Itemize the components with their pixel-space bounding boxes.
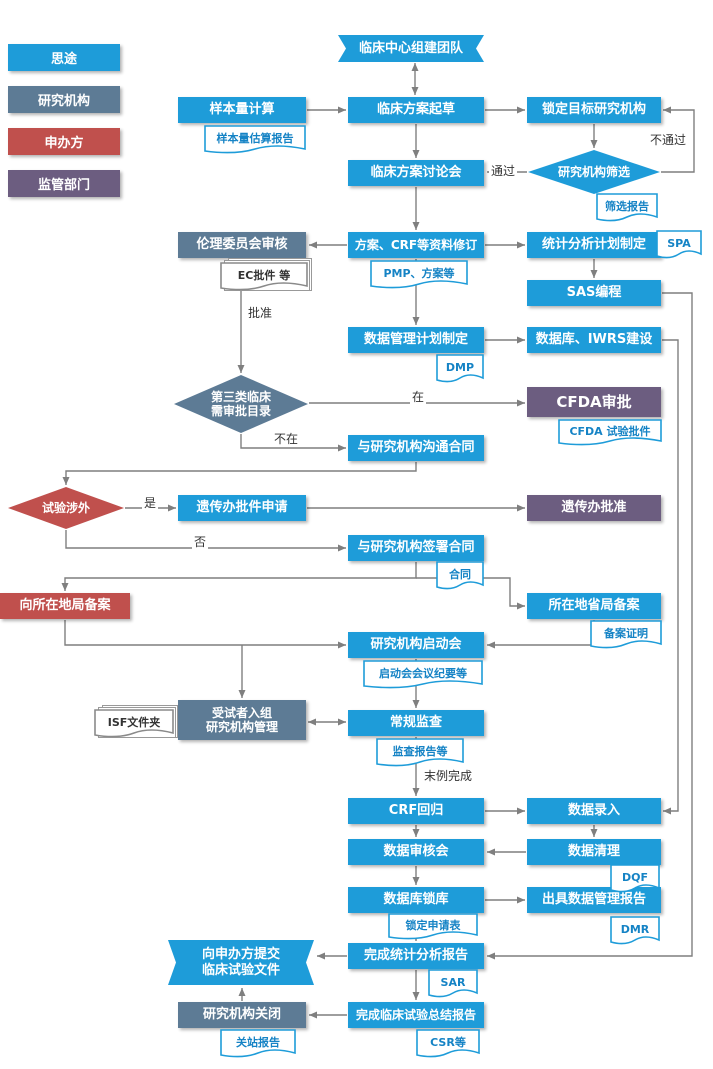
doc-label: 样本量估算报告: [216, 132, 294, 145]
node-database-iwrs-build: 数据库、IWRS建设: [527, 327, 661, 353]
doc-label: 启动会会议纪要等: [379, 667, 467, 680]
edge-foreign-sign: [65, 530, 346, 552]
doc-label: 关站报告: [236, 1036, 280, 1049]
edge-dbiwrs-entry-rail: [662, 339, 679, 815]
doc-closeout-report: 关站报告: [220, 1029, 296, 1060]
node-submit-trial-documents-banner: 向申办方提交 临床试验文件: [168, 940, 314, 985]
node-genetic-office-approval: 遗传办批准: [527, 495, 661, 521]
node-enrollment-site-management: 受试者入组 研究机构管理: [178, 700, 306, 740]
doc-isf-folder: ISF文件夹: [94, 705, 178, 740]
node-site-initiation-meeting: 研究机构启动会: [348, 632, 484, 658]
node-crf-return: CRF回归: [348, 798, 484, 824]
doc-monitoring-reports: 监查报告等: [376, 738, 464, 769]
node-data-management-plan: 数据管理计划制定: [348, 327, 484, 353]
doc-label: 合同: [449, 568, 471, 581]
doc-ec-approval: EC批件 等: [220, 258, 312, 293]
edge-label-last-case-done: 末例完成: [422, 767, 475, 784]
edge-label-pass: 通过: [489, 162, 518, 179]
doc-label: DQF: [622, 870, 648, 884]
doc-csr: CSR等: [416, 1029, 480, 1060]
doc-filing-certificate: 备案证明: [590, 620, 662, 651]
doc-label: DMR: [620, 922, 650, 936]
doc-label: EC批件 等: [237, 269, 291, 282]
doc-spa: SPA: [656, 230, 702, 261]
node-data-review-meeting: 数据审核会: [348, 839, 484, 865]
legend-item-regulator: 监管部门: [8, 170, 120, 197]
node-data-cleaning: 数据清理: [527, 839, 661, 865]
edge-comm-foreign: [62, 462, 417, 485]
doc-label: SPA: [667, 236, 691, 250]
doc-label: 监查报告等: [392, 745, 448, 758]
edge-label-fail: 不通过: [648, 131, 689, 148]
doc-lock-request-form: 锁定申请表: [388, 913, 478, 942]
edge-sas-stat-rail: [487, 292, 693, 960]
doc-label: 备案证明: [604, 627, 648, 640]
node-sample-size-calculation: 样本量计算: [178, 97, 306, 123]
doc-screening-report: 筛选报告: [596, 193, 658, 224]
node-team-building-banner: 临床中心组建团队: [338, 35, 484, 62]
doc-pmp-protocol: PMP、方案等: [370, 260, 468, 291]
doc-sar: SAR: [428, 969, 478, 1000]
doc-label: SAR: [440, 975, 466, 989]
edge-local-kickoff: [64, 620, 346, 649]
doc-dmr: DMR: [610, 916, 660, 947]
doc-dqf: DQF: [610, 864, 660, 895]
node-ethics-committee-review: 伦理委员会审核: [178, 232, 306, 258]
edge-label-yes: 是: [142, 494, 159, 511]
edge-label-no: 否: [192, 533, 209, 550]
doc-label: 筛选报告: [605, 200, 649, 213]
edge-catalog-comm: [240, 434, 346, 452]
legend-brand: 思途: [8, 44, 120, 71]
node-final-study-report: 完成临床试验总结报告: [348, 1002, 484, 1028]
node-data-management-report: 出具数据管理报告: [527, 887, 661, 913]
legend-item-sponsor: 申办方: [8, 128, 120, 155]
node-data-entry: 数据录入: [527, 798, 661, 824]
doc-label: PMP、方案等: [383, 267, 455, 280]
edge-prov-kickoff: [487, 620, 595, 649]
doc-label: ISF文件夹: [107, 716, 161, 729]
edge-label-in-catalog: 在: [410, 388, 427, 405]
doc-contract: 合同: [436, 561, 484, 592]
node-statistical-analysis-report: 完成统计分析报告: [348, 943, 484, 969]
edge-label-approved: 批准: [246, 304, 275, 321]
node-sas-programming: SAS编程: [527, 280, 661, 306]
node-contract-signing: 与研究机构签署合同: [348, 535, 484, 561]
doc-label: 锁定申请表: [405, 919, 461, 932]
node-database-lock: 数据库锁库: [348, 887, 484, 913]
doc-label: CSR等: [430, 1036, 466, 1049]
node-routine-monitoring: 常规监查: [348, 710, 484, 736]
edge-sign-local: [61, 562, 417, 591]
node-local-bureau-filing: 向所在地局备案: [0, 593, 130, 619]
doc-label: CFDA 试验批件: [569, 425, 651, 438]
node-lock-target-sites: 锁定目标研究机构: [527, 97, 661, 123]
node-contract-negotiation: 与研究机构沟通合同: [348, 435, 484, 461]
legend-item-institution: 研究机构: [8, 86, 120, 113]
doc-dmp: DMP: [436, 354, 484, 385]
node-protocol-crf-revision: 方案、CRF等资料修订: [348, 232, 484, 258]
node-cfda-approval: CFDA审批: [527, 387, 661, 417]
doc-kickoff-minutes: 启动会会议纪要等: [363, 660, 483, 691]
doc-label: DMP: [445, 360, 475, 374]
node-protocol-draft: 临床方案起草: [348, 97, 484, 123]
edge-screen-fail-loop: [661, 106, 695, 173]
node-protocol-discussion: 临床方案讨论会: [348, 160, 484, 186]
node-sap-development: 统计分析计划制定: [527, 232, 661, 258]
doc-cfda-trial-approval: CFDA 试验批件: [558, 419, 662, 448]
node-site-closeout: 研究机构关闭: [178, 1002, 306, 1028]
node-genetic-office-application: 遗传办批件申请: [178, 495, 306, 521]
node-provincial-bureau-filing: 所在地省局备案: [527, 593, 661, 619]
edge-label-not-in-catalog: 不在: [272, 430, 301, 447]
doc-sample-size-report: 样本量估算报告: [204, 125, 306, 156]
